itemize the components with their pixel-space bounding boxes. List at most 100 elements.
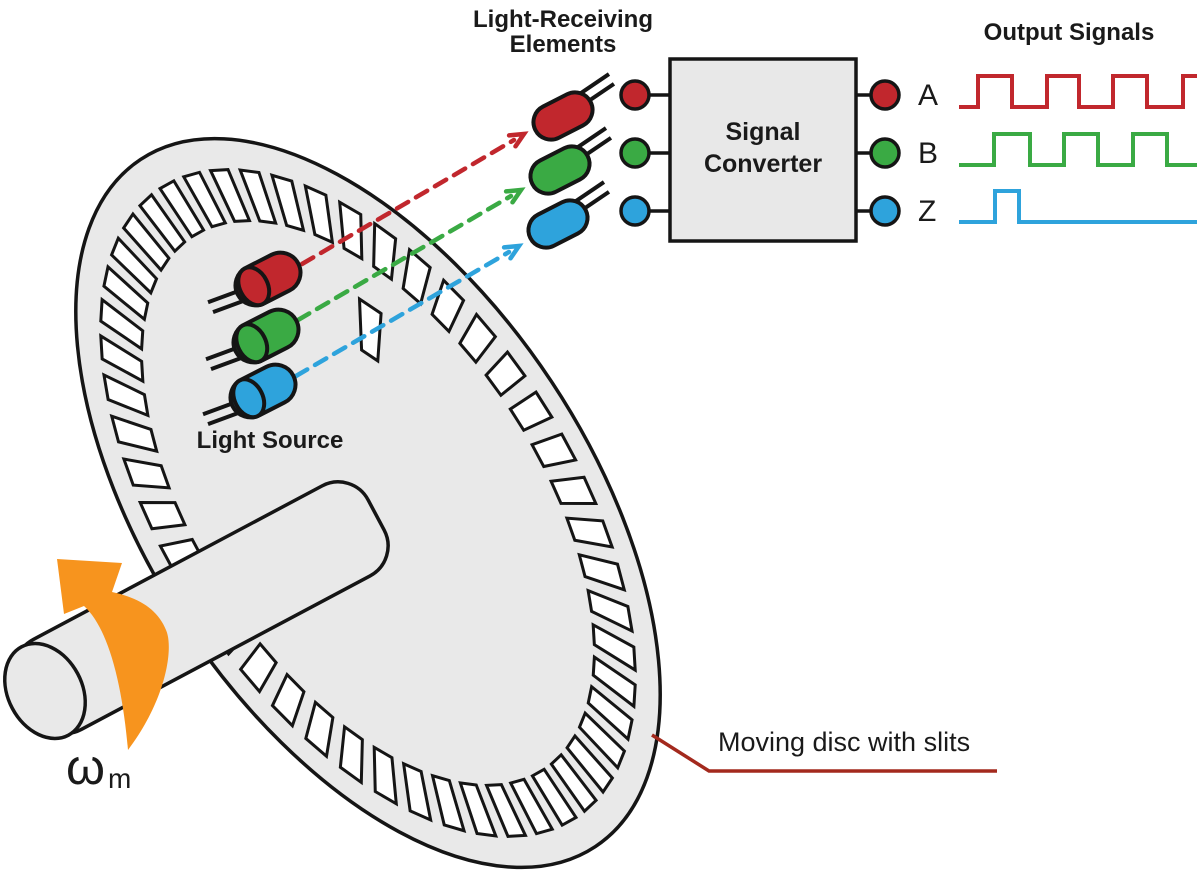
input-port-blue [619, 195, 651, 227]
disc-slit [591, 622, 637, 673]
moving-disc-leader-line [651, 733, 997, 773]
light-receiving-label-line1: Light-Receiving [473, 6, 653, 33]
disc-slit [577, 552, 627, 593]
waveform-z [959, 189, 1197, 224]
light-beam-green-arrowhead [503, 187, 526, 205]
disc-slit [121, 457, 172, 490]
shaft-end-cap [3, 641, 87, 741]
disc-slit [102, 264, 150, 323]
light-source-led-green [205, 307, 301, 371]
disc-slit [303, 183, 335, 245]
motor-shaft [3, 480, 390, 741]
receiver-lead [574, 126, 608, 151]
receiver-lead [577, 72, 611, 97]
disc-slit [565, 733, 615, 795]
channel-b-label: B [918, 137, 938, 170]
disc-slit [401, 761, 433, 823]
index-slit [357, 296, 383, 364]
light-source-led-red [207, 250, 303, 314]
disc-slit [372, 744, 399, 807]
light-receiving-label-line2: Elements [510, 31, 617, 58]
disc-slit [304, 699, 335, 760]
input-port-green [619, 137, 651, 169]
light-beams [293, 131, 529, 379]
light-beam-red-arrowhead [506, 131, 529, 149]
light-source-label: Light Source [197, 427, 344, 454]
led-base-rim [234, 322, 270, 365]
disc-slit [484, 349, 527, 398]
receiver-body [531, 90, 595, 142]
disc-slit [372, 220, 398, 282]
light-source-led-blue [202, 362, 298, 426]
channel-z-label: Z [918, 195, 936, 228]
disc-slit [237, 168, 278, 225]
disc-slit [269, 173, 306, 233]
omega-symbol: ω [66, 739, 105, 795]
disc-slit [137, 192, 187, 254]
disc-slit [121, 211, 171, 273]
waveform-b [959, 132, 1197, 167]
disc-body [74, 136, 662, 870]
disc-slit [337, 199, 364, 262]
receiver-group: Light-Receiving Elements [473, 6, 653, 250]
signal-converter-label-line1: Signal [725, 118, 800, 146]
light-beam-blue-arrowhead [501, 243, 524, 261]
disc-slit [137, 501, 188, 531]
input-port-red [619, 79, 651, 111]
light-beam-red [299, 137, 517, 267]
output-signals-label: Output Signals [984, 19, 1155, 46]
disc-slit [109, 413, 159, 454]
disc-slit [508, 390, 555, 433]
disc-slit [564, 516, 615, 549]
rotation-arrow [57, 559, 169, 750]
disc-slit [109, 235, 159, 296]
disc-slit [508, 777, 555, 836]
disc-slit [591, 654, 637, 710]
signal-converter-box [668, 57, 858, 243]
receiver-red [531, 72, 616, 142]
disc-slit [99, 333, 145, 384]
moving-disc-label: Moving disc with slits [718, 727, 970, 757]
disc-slit [208, 168, 252, 223]
channel-a-label: A [918, 79, 938, 112]
disc-slit [401, 246, 432, 307]
receiver-green [528, 126, 613, 196]
led-base-rim [231, 377, 267, 420]
output-port-z [869, 195, 901, 227]
disc-slit [238, 641, 278, 695]
disc-slit [549, 752, 599, 814]
waveforms [959, 74, 1197, 224]
disc-slit [102, 372, 150, 418]
receiver-body [526, 198, 590, 250]
omega-subscript: m [108, 763, 131, 794]
light-beam-green [295, 193, 514, 323]
disc-slit [586, 588, 634, 634]
disc-slit [181, 170, 228, 229]
disc-slits [99, 168, 637, 838]
led-base-rim [236, 265, 272, 308]
disc-slit [529, 432, 578, 469]
output-port-a [869, 79, 901, 111]
signal-converter: Signal Converter A B Z [619, 57, 938, 243]
disc-slit [458, 311, 498, 365]
receiver-body [528, 144, 592, 196]
waveform-a [959, 74, 1197, 109]
signal-converter-label-line2: Converter [704, 150, 822, 178]
angular-velocity-label: ω m [66, 739, 131, 795]
disc-slit [530, 767, 579, 828]
disc-slit [577, 710, 627, 771]
encoder-disc [74, 136, 662, 870]
disc-slit [338, 724, 364, 786]
disc-slit [270, 671, 306, 729]
disc-slit [99, 296, 145, 352]
receiver-blue [526, 180, 611, 250]
disc-slit [458, 781, 499, 838]
disc-slit [548, 475, 599, 505]
light-beam-blue [293, 249, 512, 379]
output-port-b [869, 137, 901, 169]
disc-slit [157, 178, 206, 239]
disc-slit [586, 683, 634, 742]
light-source-group: Light Source [197, 250, 344, 454]
